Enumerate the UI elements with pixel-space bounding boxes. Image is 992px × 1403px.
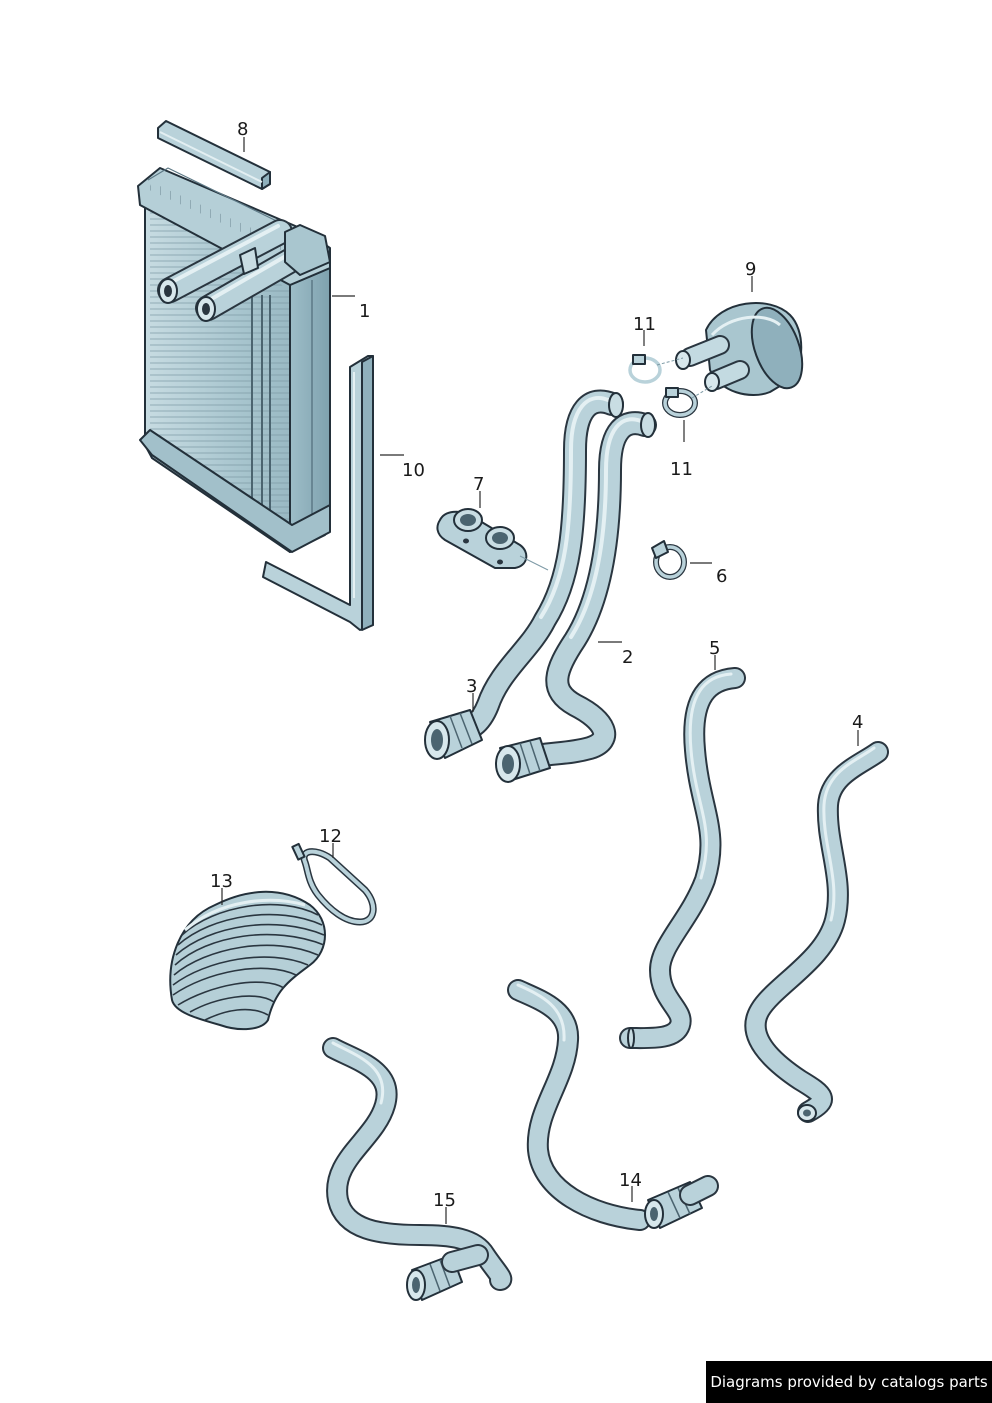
callout-15: 15: [433, 1190, 456, 1224]
callout-1: 1: [332, 295, 370, 322]
hose-14: [507, 979, 719, 1231]
callout-6-label: 6: [716, 566, 727, 587]
callout-11-upper: 11: [633, 314, 656, 346]
callout-15-label: 15: [433, 1190, 456, 1211]
hose-bracket: [436, 508, 528, 569]
callout-7-label: 7: [473, 474, 484, 495]
callout-1-label: 1: [359, 301, 370, 322]
attribution-text: Diagrams provided by catalogs parts: [710, 1373, 988, 1391]
callout-5: 5: [709, 638, 720, 670]
hose-15: [322, 1037, 513, 1301]
callout-2-label: 2: [622, 647, 633, 668]
callout-8-label: 8: [237, 119, 248, 140]
callout-11-lower-label: 11: [670, 459, 693, 480]
callout-3-label: 3: [466, 676, 477, 697]
corrugated-duct: [169, 890, 326, 1031]
callout-7: 7: [473, 474, 484, 508]
callout-11-lower: 11: [670, 420, 693, 480]
water-valve: [675, 302, 804, 396]
seal-strip-l: [262, 355, 374, 631]
callout-13-label: 13: [210, 871, 233, 892]
hose-5: [619, 667, 746, 1050]
callout-4: 4: [852, 712, 863, 746]
callout-14: 14: [619, 1170, 642, 1202]
callout-2: 2: [598, 641, 633, 668]
callout-3: 3: [466, 676, 477, 712]
callout-10: 10: [380, 454, 425, 481]
callout-5-label: 5: [709, 638, 720, 659]
attribution-banner: Diagrams provided by catalogs parts: [706, 1361, 992, 1403]
callout-12-label: 12: [319, 826, 342, 847]
hose-clamp-lower: [662, 387, 698, 418]
hose-pair: [424, 389, 657, 783]
callout-9: 9: [745, 259, 756, 292]
callout-6: 6: [690, 562, 727, 587]
callout-13: 13: [210, 871, 233, 905]
heater-core: [137, 167, 331, 553]
callout-14-label: 14: [619, 1170, 642, 1191]
callout-10-label: 10: [402, 460, 425, 481]
hose-clamp: [651, 540, 687, 580]
callout-4-label: 4: [852, 712, 863, 733]
seal-strip-top: [157, 120, 271, 190]
callout-12: 12: [319, 826, 342, 858]
gasket-ring: [291, 842, 377, 926]
hose-4: [744, 741, 889, 1123]
hose-clamp-upper: [628, 354, 662, 384]
callout-9-label: 9: [745, 259, 756, 280]
callout-8: 8: [237, 119, 248, 152]
callout-11-upper-label: 11: [633, 314, 656, 335]
